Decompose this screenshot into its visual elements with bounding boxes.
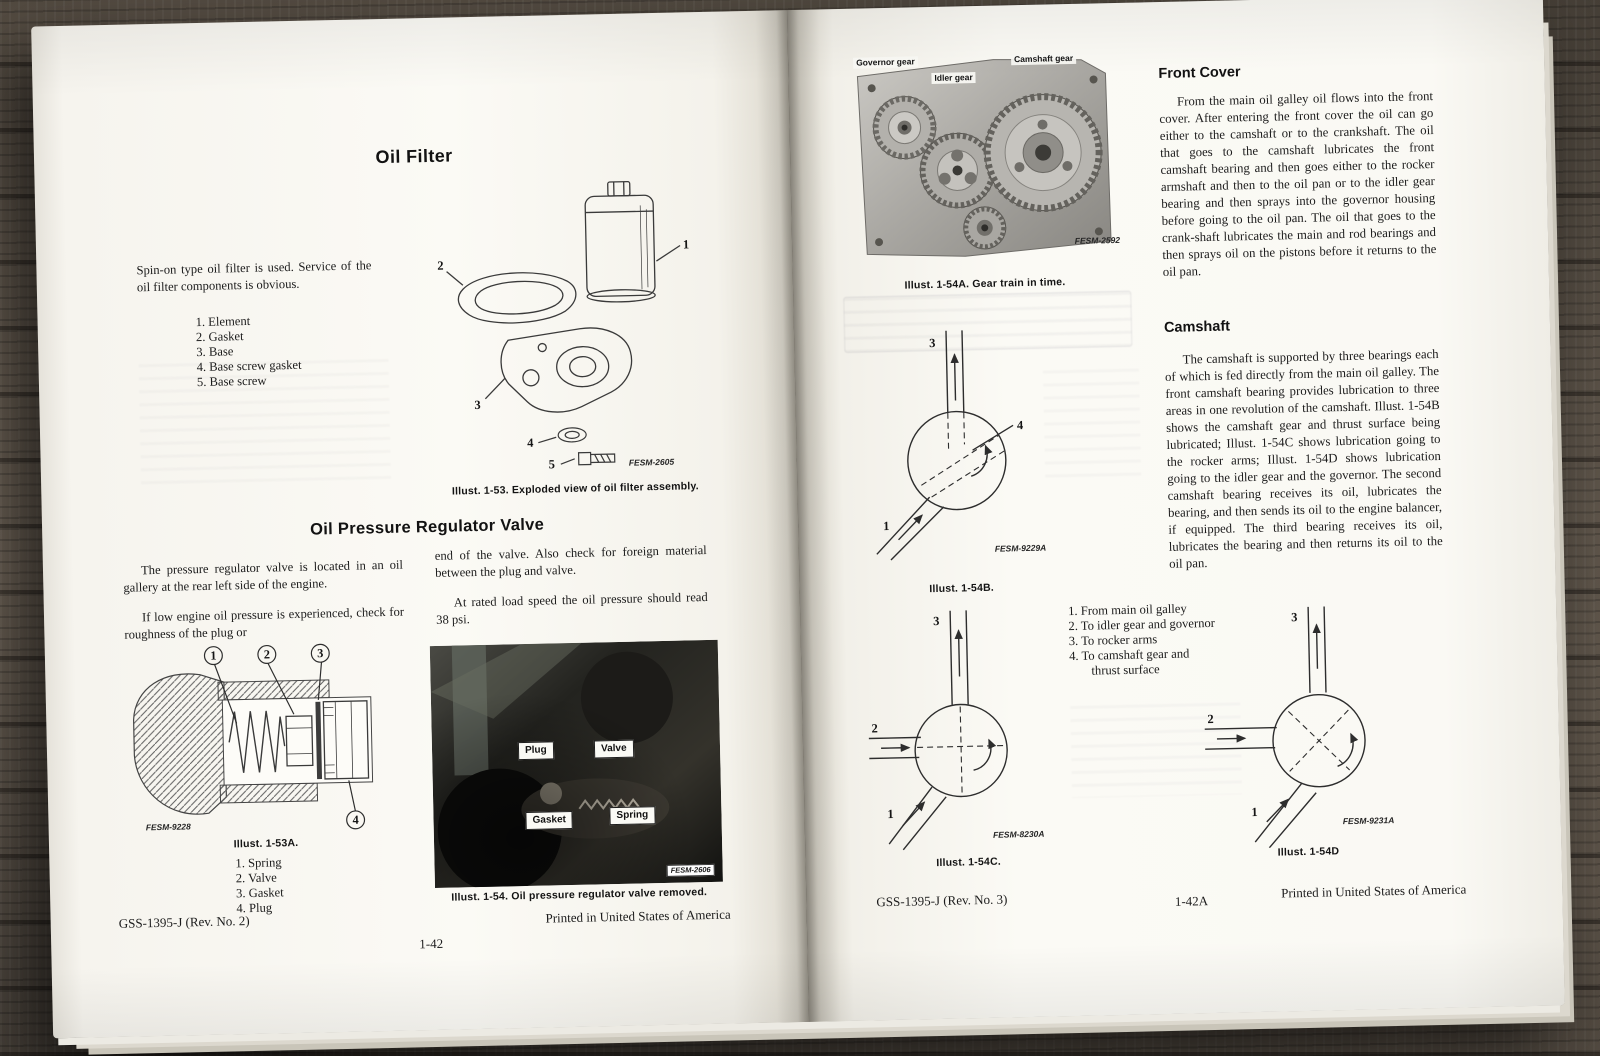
callout-2: 2 — [437, 259, 444, 273]
callout-5: 5 — [549, 457, 556, 471]
right-page: Governor gear Idler gear Camshaft gear F… — [786, 0, 1565, 1022]
figure-caption-1-54c: Illust. 1-54C. — [936, 855, 1002, 870]
base-screw-gasket — [538, 427, 587, 444]
doc-number-right: GSS-1395-J (Rev. No. 3) — [876, 891, 1008, 910]
figure-regulator-photo: Plug Valve Gasket Spring FESM-2606 — [429, 639, 723, 893]
callout-4: 4 — [527, 436, 534, 450]
filter-base — [484, 327, 633, 413]
figure-caption-1-54b: Illust. 1-54B. — [929, 581, 995, 596]
page-number-left: 1-42 — [419, 935, 444, 952]
governor-gear — [872, 95, 937, 160]
left-page: Oil Filter Spin-on type oil filter is us… — [31, 10, 810, 1039]
figure-code: FESM-2605 — [629, 457, 675, 468]
filter-canister — [584, 180, 681, 303]
callout-3: 3 — [1291, 610, 1298, 624]
section-title-front-cover: Front Cover — [1158, 64, 1241, 83]
oil-filter-parts-list: 1. Element 2. Gasket 3. Base 4. Base scr… — [195, 311, 407, 391]
spring — [228, 710, 286, 773]
callout-1: 1 — [210, 649, 216, 663]
regulator-text-col2: end of the valve. Also check for foreign… — [435, 542, 709, 642]
callout-1: 1 — [887, 807, 894, 821]
figure-code: FESM-8230A — [993, 829, 1045, 840]
figure-regulator-cross-section: 1 2 3 4 FESM-9228 — [117, 635, 411, 839]
photo-label-spring: Spring — [609, 806, 656, 826]
plug — [322, 700, 370, 780]
camshaft-paragraph: The camshaft is supported by three beari… — [1164, 346, 1443, 571]
filter-gasket — [446, 271, 577, 324]
valve — [285, 715, 314, 767]
callout-2: 2 — [871, 721, 878, 735]
callout-2: 2 — [1207, 712, 1214, 726]
idler-gear — [919, 132, 996, 209]
regulator-parts-list: 1. Spring 2. Valve 3. Gasket 4. Plug — [235, 853, 376, 916]
figure-oil-flow-b: 3 4 1 FESM-9229A — [856, 322, 1061, 563]
figure-code: FESM-2606 — [666, 864, 715, 877]
figure-gear-train-photo: Governor gear Idler gear Camshaft gear F… — [843, 49, 1123, 267]
printed-in-right: Printed in United States of America — [1280, 881, 1467, 901]
paragraph: At rated load speed the oil pressure sho… — [436, 589, 708, 627]
base-screw — [560, 451, 616, 466]
photo-label-idler-gear: Idler gear — [931, 72, 976, 85]
oil-filter-intro: Spin-on type oil filter is used. Service… — [136, 258, 372, 294]
open-service-manual: Oil Filter Spin-on type oil filter is us… — [31, 0, 1565, 1039]
callout-3: 3 — [317, 646, 323, 660]
figure-oil-flow-d: 3 2 1 FESM-9231A — [1198, 597, 1403, 849]
figure-code: FESM-2592 — [1074, 234, 1121, 246]
section-title-regulator-valve: Oil Pressure Regulator Valve — [309, 515, 545, 539]
callout-3: 3 — [933, 614, 940, 628]
figure-code: FESM-9228 — [146, 821, 191, 832]
printed-in-left: Printed in United States of America — [545, 906, 731, 926]
figure-oil-filter-exploded: 1 2 3 — [426, 168, 718, 484]
list-item: 5. Base screw — [196, 373, 267, 390]
callout-1: 1 — [1251, 805, 1258, 819]
gasket — [315, 701, 323, 780]
callout-2: 2 — [264, 647, 270, 661]
photo-label-camshaft-gear: Camshaft gear — [1010, 52, 1077, 66]
callout-4: 4 — [352, 813, 358, 827]
photo-label-gasket: Gasket — [525, 810, 574, 831]
callout-4: 4 — [1017, 418, 1024, 432]
doc-number-left: GSS-1395-J (Rev. No. 2) — [118, 913, 250, 931]
list-item: 4. Plug — [236, 900, 273, 916]
front-cover-paragraph: From the main oil galley oil flows into … — [1159, 89, 1437, 279]
callout-3: 3 — [474, 398, 481, 412]
paragraph: end of the valve. Also check for foreign… — [434, 543, 707, 580]
figure-code: FESM-9229A — [995, 543, 1047, 554]
figure-caption-1-54a: Illust. 1-54A. Gear train in time. — [904, 276, 1066, 292]
photo-label-valve: Valve — [593, 739, 634, 759]
oil-bore — [221, 696, 374, 786]
callout-1: 1 — [883, 519, 890, 533]
callout-3: 3 — [929, 336, 936, 350]
figure-caption-1-54d: Illust. 1-54D — [1277, 845, 1340, 859]
photo-label-governor-gear: Governor gear — [853, 56, 918, 69]
section-title-camshaft: Camshaft — [1163, 318, 1231, 336]
photo-label-plug: Plug — [517, 741, 554, 761]
figure-oil-flow-c: 3 2 1 FESM-8230A — [862, 602, 1062, 854]
figure-caption-1-54: Illust. 1-54. Oil pressure regulator val… — [451, 886, 708, 904]
paragraph: The pressure regulator valve is located … — [123, 557, 404, 595]
figure-code: FESM-9231A — [1343, 815, 1395, 826]
callout-1: 1 — [683, 237, 690, 251]
camshaft-gear — [983, 93, 1103, 213]
crankshaft-gear — [963, 206, 1007, 250]
page-number-right: 1-42A — [1174, 893, 1209, 909]
engine-casting — [133, 673, 227, 815]
